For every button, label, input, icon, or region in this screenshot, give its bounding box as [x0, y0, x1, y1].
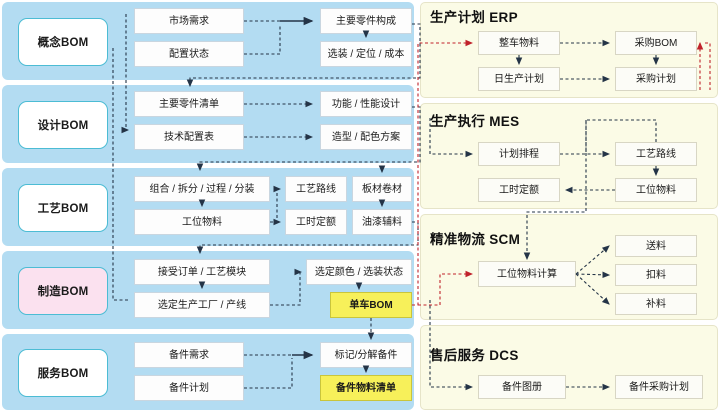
- panel-erp-title: 生产计划 ERP: [430, 10, 518, 25]
- panel-mes-title: 生产执行 MES: [430, 114, 520, 129]
- node-accept-order-process-module[interactable]: 接受订单 / 工艺模块: [134, 259, 270, 285]
- bom-manufacture[interactable]: 制造BOM: [18, 267, 108, 315]
- bom-design[interactable]: 设计BOM: [18, 101, 108, 149]
- node-purchase-plan[interactable]: 采购计划: [615, 67, 697, 91]
- node-station-material-calc[interactable]: 工位物料计算: [478, 261, 576, 287]
- node-spare-part-bom[interactable]: 备件物料清单: [320, 375, 412, 401]
- node-paint-aux[interactable]: 油漆辅料: [352, 209, 412, 235]
- bom-service[interactable]: 服务BOM: [18, 349, 108, 397]
- node-station-material-mes[interactable]: 工位物料: [615, 178, 697, 202]
- node-vehicle-material[interactable]: 整车物料: [478, 31, 560, 55]
- node-tech-config-table[interactable]: 技术配置表: [134, 124, 244, 150]
- node-main-parts-composition[interactable]: 主要零件构成: [320, 8, 412, 34]
- node-option-position-cost[interactable]: 选装 / 定位 / 成本: [320, 41, 412, 67]
- bom-process[interactable]: 工艺BOM: [18, 184, 108, 232]
- node-styling-color-scheme[interactable]: 造型 / 配色方案: [320, 124, 412, 150]
- bom-concept[interactable]: 概念BOM: [18, 18, 108, 66]
- node-plan-scheduling[interactable]: 计划排程: [478, 142, 560, 166]
- node-daily-prod-plan[interactable]: 日生产计划: [478, 67, 560, 91]
- node-spare-part-purchase-plan[interactable]: 备件采购计划: [615, 375, 703, 399]
- node-main-parts-list[interactable]: 主要零件清单: [134, 91, 244, 117]
- node-spare-part-demand[interactable]: 备件需求: [134, 342, 244, 368]
- node-combine-split-process-pack[interactable]: 组合 / 拆分 / 过程 / 分装: [134, 176, 270, 202]
- node-function-performance-design[interactable]: 功能 / 性能设计: [320, 91, 412, 117]
- node-purchase-bom[interactable]: 采购BOM: [615, 31, 697, 55]
- node-replenish-material[interactable]: 补料: [615, 293, 697, 315]
- node-deduct-material[interactable]: 扣料: [615, 264, 697, 286]
- node-market-demand[interactable]: 市场需求: [134, 8, 244, 34]
- node-config-status[interactable]: 配置状态: [134, 41, 244, 67]
- node-spare-part-catalog[interactable]: 备件图册: [478, 375, 566, 399]
- panel-scm-title: 精准物流 SCM: [430, 232, 521, 247]
- node-spare-part-plan[interactable]: 备件计划: [134, 375, 244, 401]
- node-process-route[interactable]: 工艺路线: [285, 176, 347, 202]
- node-labor-quota-mes[interactable]: 工时定额: [478, 178, 560, 202]
- node-selected-color-option[interactable]: 选定颜色 / 选装状态: [306, 259, 412, 285]
- panel-dcs-title: 售后服务 DCS: [430, 348, 519, 363]
- node-labor-quota[interactable]: 工时定额: [285, 209, 347, 235]
- node-feed-material[interactable]: 送料: [615, 235, 697, 257]
- node-station-material-process[interactable]: 工位物料: [134, 209, 270, 235]
- node-select-plant-line[interactable]: 选定生产工厂 / 产线: [134, 292, 270, 318]
- node-process-route-mes[interactable]: 工艺路线: [615, 142, 697, 166]
- node-single-vehicle-bom[interactable]: 单车BOM: [330, 292, 412, 318]
- node-sheet-coil[interactable]: 板材卷材: [352, 176, 412, 202]
- node-mark-split-spare-part[interactable]: 标记/分解备件: [320, 342, 412, 368]
